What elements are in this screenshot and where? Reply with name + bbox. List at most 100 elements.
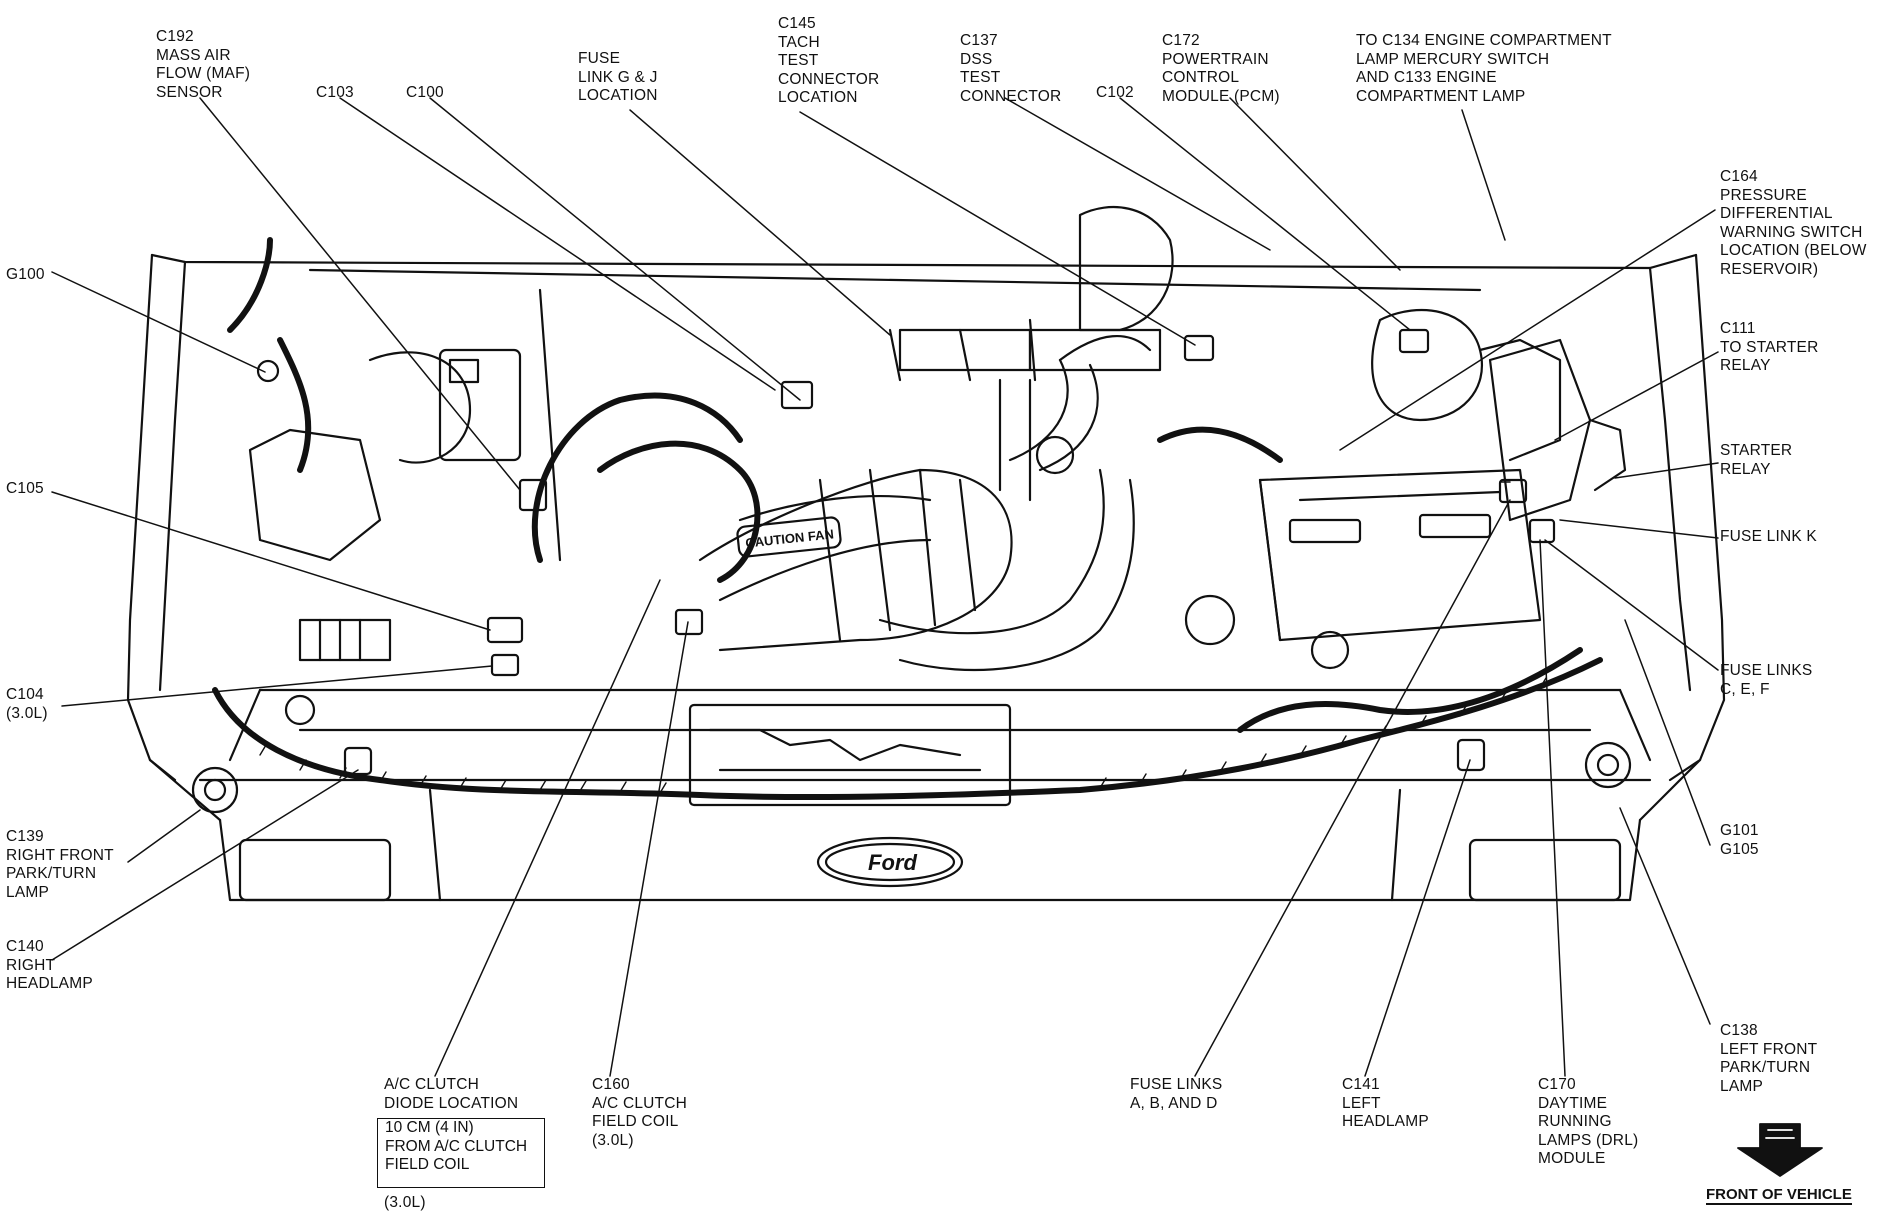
label-line: PARK/TURN	[1720, 1059, 1811, 1076]
label-line: TO C134 ENGINE COMPARTMENT	[1356, 32, 1612, 49]
label-c103: C103	[316, 84, 354, 103]
label-line: RESERVOIR)	[1720, 260, 1819, 278]
label-line: C145	[778, 15, 816, 32]
label-line: TEST	[778, 52, 819, 69]
label-line: MODULE (PCM)	[1162, 87, 1280, 105]
label-line: SENSOR	[156, 83, 223, 101]
label-line: (3.0L)	[6, 704, 48, 722]
label-line: DIODE LOCATION	[384, 1094, 519, 1112]
label-g100: G100	[6, 266, 45, 285]
label-line: COMPARTMENT LAMP	[1356, 87, 1526, 105]
label-line: AND C133 ENGINE	[1356, 69, 1497, 86]
label-line: WARNING SWITCH	[1720, 223, 1863, 241]
lamp-sockets	[191, 738, 1632, 814]
label-fuse-link-k: FUSE LINK K	[1720, 528, 1817, 547]
label-line: C, E, F	[1720, 680, 1770, 698]
label-line: FUSE	[578, 50, 621, 67]
label-line: C102	[1096, 84, 1134, 101]
label-line: LOCATION	[778, 89, 858, 106]
label-line: HEADLAMP	[1342, 1113, 1429, 1130]
ford-logo-text: Ford	[868, 850, 917, 875]
label-c105: C105	[6, 480, 44, 499]
label-line: DSS	[960, 50, 993, 68]
radiator-support	[228, 688, 1652, 807]
label-line: HEADLAMP	[6, 975, 93, 992]
label-line: G100	[6, 266, 45, 283]
label-line: LOCATION	[578, 87, 658, 104]
label-line: TEST	[960, 69, 1001, 86]
label-line: C104	[6, 686, 44, 703]
label-line: LEFT	[1342, 1094, 1381, 1112]
label-line: G105	[1720, 840, 1759, 858]
label-line: STARTER	[1720, 442, 1793, 459]
label-line: CONNECTOR	[778, 70, 880, 88]
label-line: C105	[6, 480, 44, 497]
label-c102: C102	[1096, 84, 1134, 103]
label-line: (3.0L)	[384, 1194, 426, 1211]
label-line: FROM A/C CLUTCH	[385, 1137, 528, 1155]
label-line: TACH	[778, 33, 820, 51]
body-outline	[126, 253, 1726, 902]
label-line: DAYTIME	[1538, 1094, 1608, 1112]
label-line: MASS AIR	[156, 46, 231, 64]
label-line: DIFFERENTIAL	[1720, 205, 1833, 222]
label-c104: C104(3.0L)	[6, 686, 48, 723]
label-line: LEFT FRONT	[1720, 1040, 1818, 1058]
label-line: FUSE LINKS	[1130, 1076, 1223, 1093]
label-line: C103	[316, 84, 354, 101]
label-line: C172	[1162, 32, 1200, 49]
front-arrow-icon	[1737, 1123, 1823, 1177]
wiring-harness-texture	[259, 677, 1547, 794]
label-line: LAMPS (DRL)	[1538, 1131, 1639, 1149]
label-line: FIELD COIL	[592, 1113, 679, 1130]
cowl	[308, 205, 1482, 562]
label-line: C137	[960, 32, 998, 49]
label-line: TO STARTER	[1720, 338, 1819, 356]
label-line: RELAY	[1720, 357, 1771, 374]
front-of-vehicle-label: FRONT OF VEHICLE	[1706, 1186, 1852, 1205]
right-side-components	[248, 348, 522, 662]
label-line: RIGHT	[6, 956, 56, 974]
label-line: C111	[1720, 320, 1756, 337]
label-line: C170	[1538, 1076, 1576, 1093]
label-line: LAMP	[6, 883, 50, 901]
label-line: LAMP MERCURY SWITCH	[1356, 50, 1550, 68]
label-line: C192	[156, 28, 194, 45]
battery	[1184, 468, 1542, 670]
label-line: C139	[6, 828, 44, 845]
label-line: FUSE LINK K	[1720, 528, 1817, 545]
label-line: LAMP	[1720, 1077, 1764, 1095]
label-line: C141	[1342, 1076, 1380, 1093]
air-intake-duct	[698, 468, 1013, 652]
label-line: A/C CLUTCH	[592, 1094, 688, 1112]
label-line: CONNECTOR	[960, 87, 1062, 105]
label-line: LOCATION (BELOW	[1720, 242, 1867, 259]
label-line: FLOW (MAF)	[156, 65, 251, 82]
label-line: C164	[1720, 168, 1758, 185]
label-line: (3.0L)	[592, 1131, 634, 1149]
label-line: C138	[1720, 1022, 1758, 1039]
label-line: POWERTRAIN	[1162, 50, 1269, 68]
ford-logo-icon	[816, 836, 964, 888]
label-line: LINK G & J	[578, 68, 658, 86]
label-line: PARK/TURN	[6, 865, 97, 882]
label-line: RUNNING	[1538, 1113, 1612, 1130]
label-line: G101	[1720, 822, 1759, 839]
